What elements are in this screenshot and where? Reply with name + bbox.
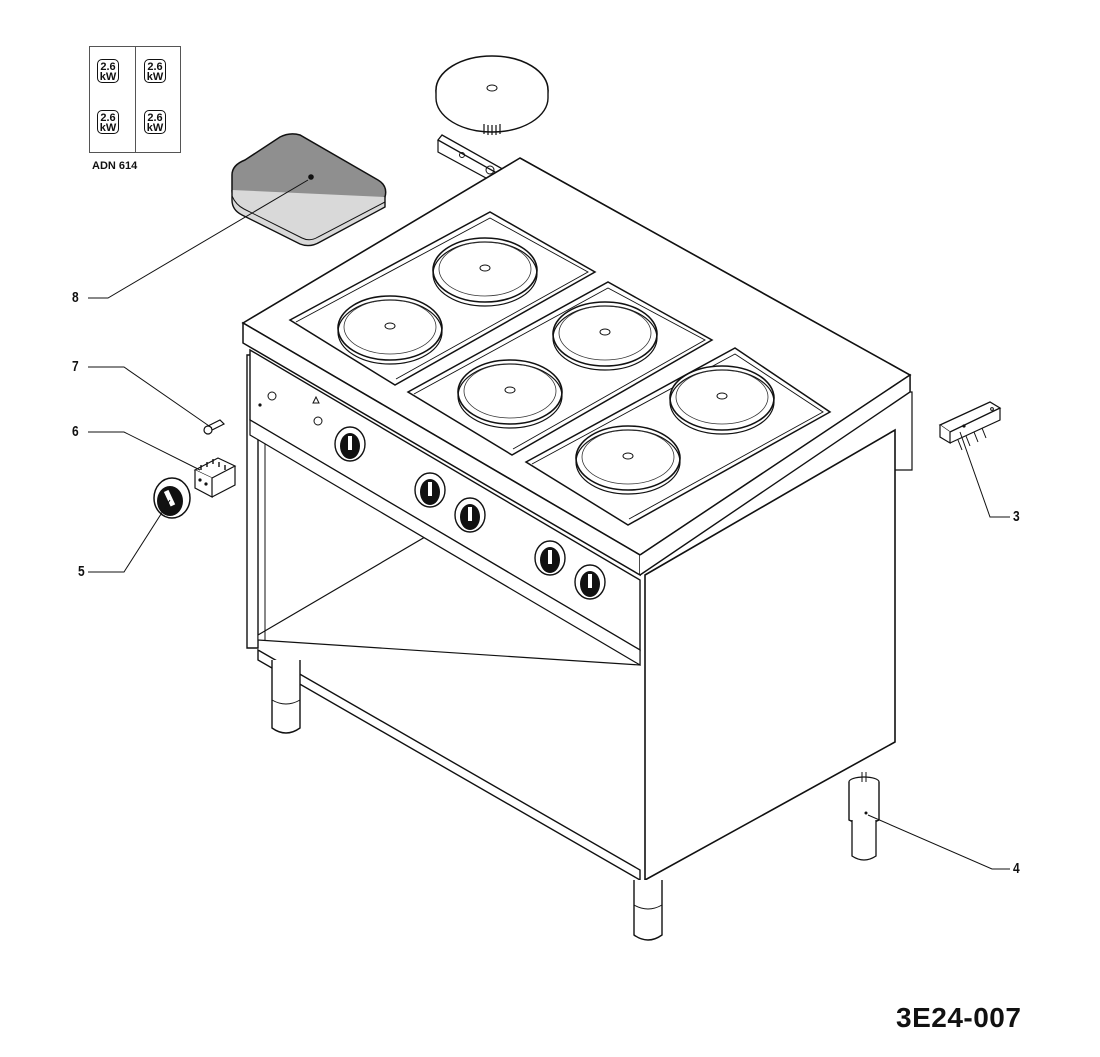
adjustable-foot	[848, 772, 880, 861]
callout-3: 3	[1013, 508, 1020, 525]
control-knob	[414, 472, 446, 508]
cover-lid	[231, 133, 387, 247]
hotplate-rating-badge: 2.6 kW	[144, 110, 166, 134]
rating-value: 2.6	[100, 112, 116, 124]
leader-lines	[88, 179, 1010, 870]
spare-control-knob	[153, 477, 191, 519]
callout-6: 6	[72, 423, 79, 440]
control-knob	[334, 426, 366, 462]
terminal-strip	[938, 401, 1002, 451]
cabinet-legs	[271, 660, 663, 941]
spare-hotplate	[435, 55, 549, 135]
power-rating-panel: 2.6 kW 2.6 kW 2.6 kW 2.6 kW	[89, 46, 181, 153]
pilot-lamp	[203, 419, 226, 435]
model-label: ADN 614	[92, 160, 138, 172]
rating-unit: kW	[99, 122, 117, 134]
drawing-code: 3E24-007	[896, 1002, 1022, 1033]
rating-value: 2.6	[147, 112, 163, 124]
callout-5: 5	[78, 563, 85, 580]
callout-8: 8	[72, 289, 79, 306]
hotplate-rating-badge: 2.6 kW	[97, 110, 119, 134]
callout-4: 4	[1013, 860, 1020, 877]
callout-7: 7	[72, 358, 79, 375]
control-knob	[454, 497, 486, 533]
rating-value: 2.6	[147, 61, 163, 73]
energy-regulator	[193, 457, 237, 498]
control-knob	[574, 564, 606, 600]
hotplate-rating-badge: 2.6 kW	[97, 59, 119, 83]
rating-unit: kW	[99, 71, 117, 83]
control-knob	[534, 540, 566, 576]
rating-value: 2.6	[100, 61, 116, 73]
hotplate-rating-badge: 2.6 kW	[144, 59, 166, 83]
rating-unit: kW	[146, 71, 164, 83]
rating-unit: kW	[146, 122, 164, 134]
panel-divider	[135, 47, 136, 152]
